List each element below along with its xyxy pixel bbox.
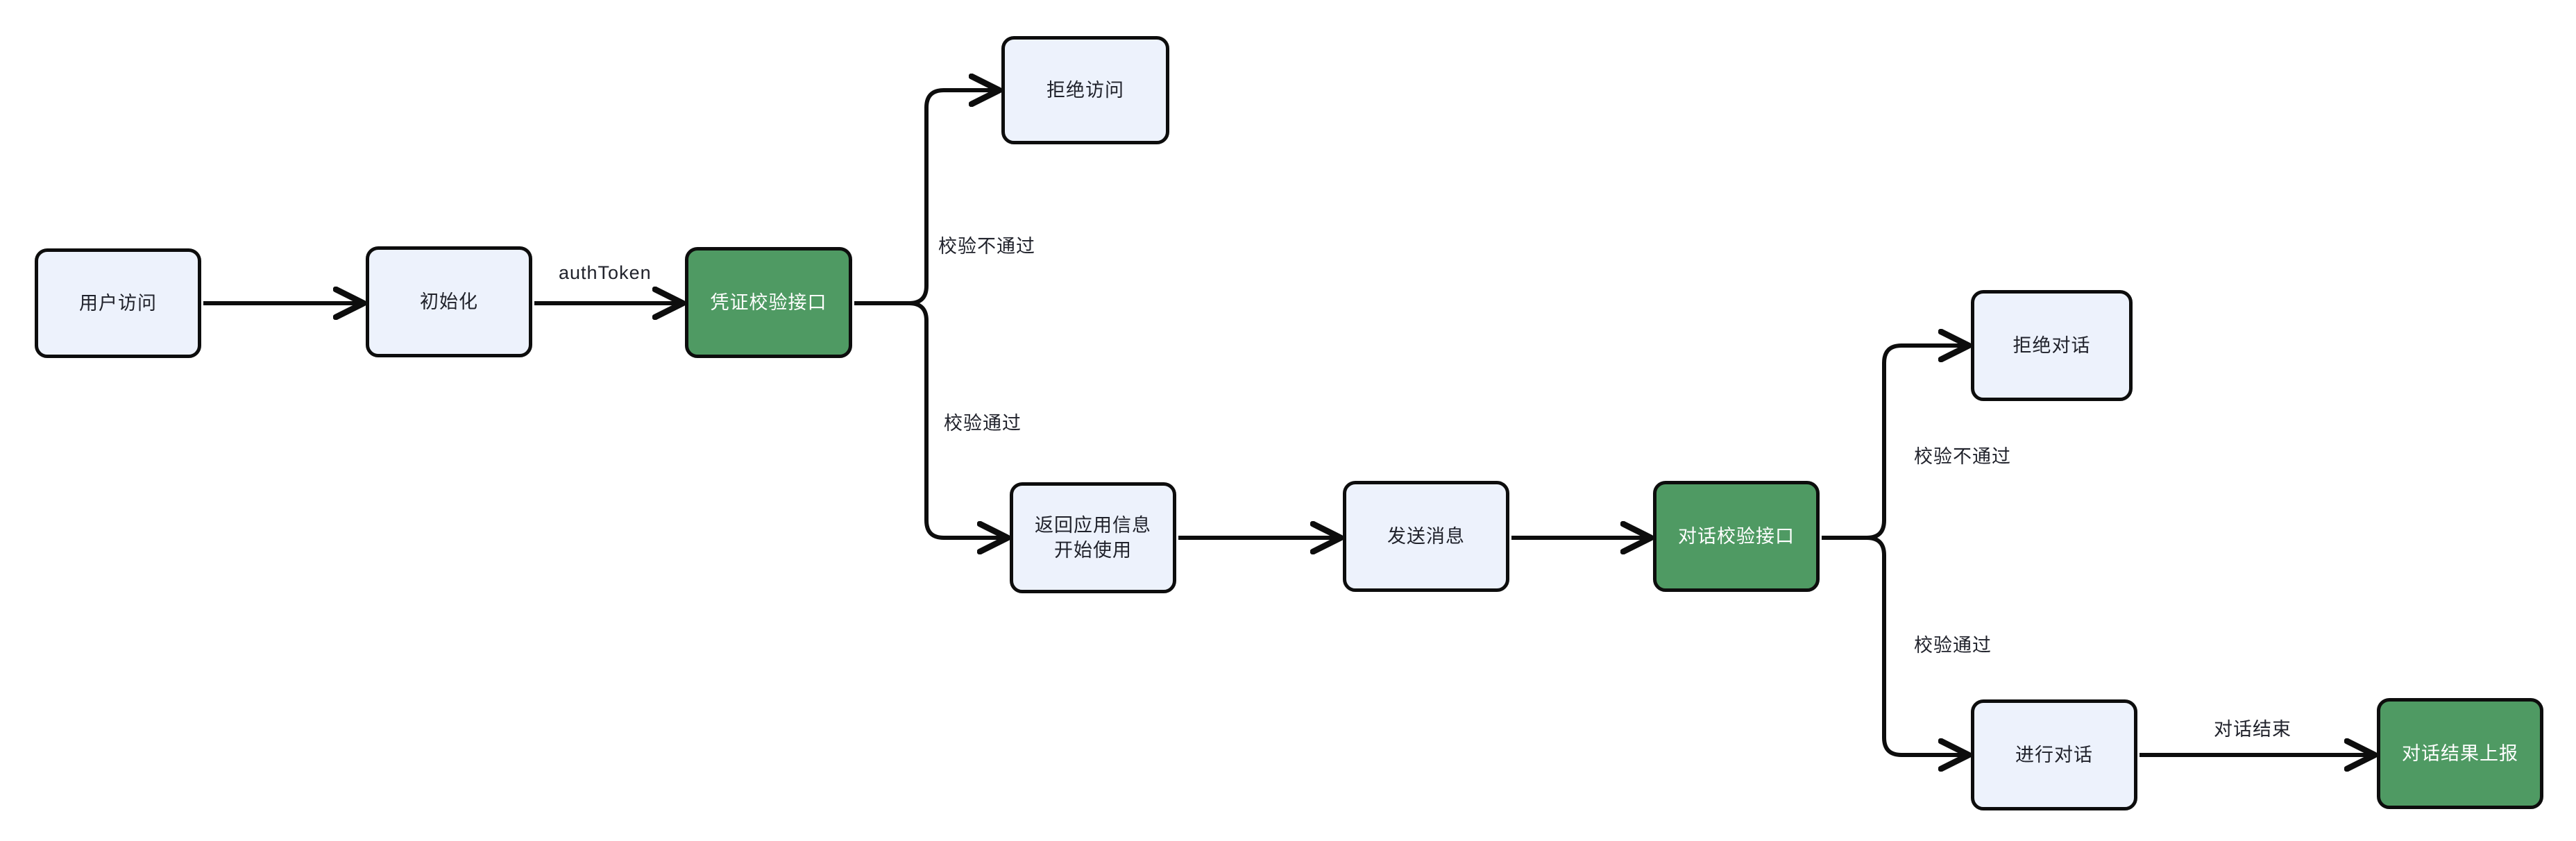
node-deny-dialog[interactable]: 拒绝对话: [1971, 290, 2133, 401]
edge-label-credential-pass: 校验通过: [944, 413, 1022, 434]
node-conduct-dialog[interactable]: 进行对话: [1971, 699, 2137, 810]
node-deny-access[interactable]: 拒绝访问: [1001, 36, 1169, 144]
node-credential-verify-api[interactable]: 凭证校验接口: [685, 247, 852, 358]
node-init[interactable]: 初始化: [366, 246, 532, 357]
edge-junction2-to-deny-dialog: [1866, 346, 1966, 540]
node-send-message[interactable]: 发送消息: [1343, 481, 1509, 592]
node-return-app-info[interactable]: 返回应用信息 开始使用: [1010, 482, 1176, 593]
edge-junction-to-deny-access: [908, 90, 997, 305]
node-dialog-verify-api[interactable]: 对话校验接口: [1653, 481, 1820, 592]
edge-label-auth-token: authToken: [559, 262, 652, 283]
edge-label-dialog-end: 对话结束: [2214, 719, 2291, 740]
node-user-access[interactable]: 用户访问: [35, 248, 201, 358]
edge-label-dialog-fail: 校验不通过: [1914, 446, 2011, 467]
edge-label-dialog-pass: 校验通过: [1914, 635, 1992, 656]
edge-label-credential-fail: 校验不通过: [938, 236, 1035, 257]
node-report-dialog-result[interactable]: 对话结果上报: [2377, 698, 2543, 809]
